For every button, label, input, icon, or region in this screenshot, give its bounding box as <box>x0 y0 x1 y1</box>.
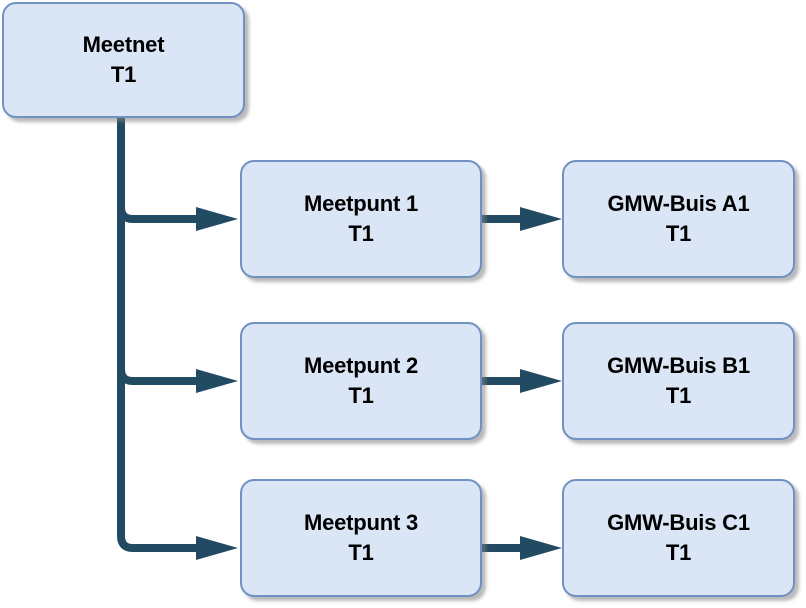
node-gmw-buis-c1[interactable]: GMW-Buis C1 T1 <box>562 479 795 597</box>
node-meetnet-title: Meetnet <box>82 32 165 57</box>
connector-root-to-meetpunt-1 <box>117 206 238 231</box>
node-gmw-buis-b1-subtitle: T1 <box>665 383 692 408</box>
node-gmw-buis-b1-title: GMW-Buis B1 <box>607 353 750 378</box>
connector-meetpunt-1-to-buis-a1 <box>482 207 562 231</box>
node-meetpunt-1-subtitle: T1 <box>348 221 374 246</box>
node-meetpunt-3-title: Meetpunt 3 <box>303 510 419 535</box>
node-gmw-buis-b1[interactable]: GMW-Buis B1 T1 <box>562 322 795 440</box>
connector-root-to-meetpunt-2 <box>117 368 238 393</box>
connector-meetpunt-3-to-buis-c1 <box>482 536 562 560</box>
connector-meetpunt-2-to-buis-b1 <box>482 369 562 393</box>
node-meetpunt-1[interactable]: Meetpunt 1 T1 <box>240 160 482 278</box>
node-gmw-buis-c1-title: GMW-Buis C1 <box>607 510 750 535</box>
node-meetnet[interactable]: Meetnet T1 <box>2 2 245 118</box>
connector-root-to-meetpunt-3 <box>196 536 238 560</box>
connector-root-trunk <box>117 118 196 552</box>
node-gmw-buis-a1-title: GMW-Buis A1 <box>607 191 750 216</box>
node-gmw-buis-a1-subtitle: T1 <box>665 221 692 246</box>
node-meetpunt-3[interactable]: Meetpunt 3 T1 <box>240 479 482 597</box>
node-meetpunt-2-subtitle: T1 <box>348 383 374 408</box>
node-meetpunt-1-title: Meetpunt 1 <box>303 191 419 216</box>
node-meetpunt-2-title: Meetpunt 2 <box>303 353 419 378</box>
node-gmw-buis-a1[interactable]: GMW-Buis A1 T1 <box>562 160 795 278</box>
node-gmw-buis-c1-subtitle: T1 <box>665 540 692 565</box>
node-meetpunt-2[interactable]: Meetpunt 2 T1 <box>240 322 482 440</box>
node-meetnet-subtitle: T1 <box>110 62 137 87</box>
node-meetpunt-3-subtitle: T1 <box>348 540 374 565</box>
